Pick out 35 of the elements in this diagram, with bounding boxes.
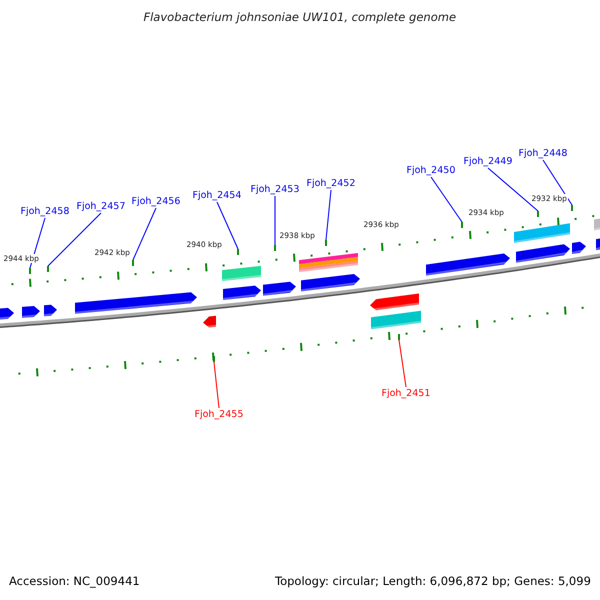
gene-label: Fjoh_2448 [518, 148, 568, 159]
gene-label: Fjoh_2456 [132, 196, 180, 207]
leader-line [542, 160, 572, 206]
leader-line [48, 212, 102, 266]
gene-label: Fjoh_2449 [464, 156, 512, 167]
leader-line [430, 176, 462, 222]
tick-mark [325, 240, 327, 246]
gene-label: Fjoh_2450 [406, 165, 456, 176]
gene-label: Fjoh_2451 [382, 388, 430, 399]
tick-mark [274, 245, 276, 251]
leader-line [274, 196, 276, 246]
tick-mark [461, 222, 463, 228]
leader-line [214, 362, 220, 408]
gene-label: Fjoh_2455 [194, 409, 244, 420]
tick-mark [537, 211, 539, 217]
title: Flavobacterium johnsoniae UW101, complete genome [144, 10, 456, 24]
gene-label: Fjoh_2454 [192, 190, 242, 201]
genome-summary: Topology: circular; Length: 6,096,872 bp; Genes: 5,099 [275, 574, 591, 588]
gene-label: Fjoh_2457 [76, 201, 126, 212]
leader-line [132, 208, 156, 260]
tick-mark [571, 205, 573, 211]
leader-line [488, 168, 538, 212]
tick-mark [237, 249, 239, 255]
leader-line [398, 340, 406, 388]
gene-label: Fjoh_2458 [20, 206, 70, 217]
gene-label: Fjoh_2453 [250, 184, 300, 195]
tick-mark [132, 260, 134, 266]
leader-line [216, 202, 238, 250]
leader-line [326, 190, 332, 240]
tick-mark [29, 268, 31, 274]
tick-mark [398, 334, 400, 340]
tick-mark [47, 266, 49, 272]
tick-mark [213, 356, 215, 362]
gene-label: Fjoh_2452 [306, 178, 356, 189]
accession-label: Accession: NC_009441 [9, 574, 140, 588]
